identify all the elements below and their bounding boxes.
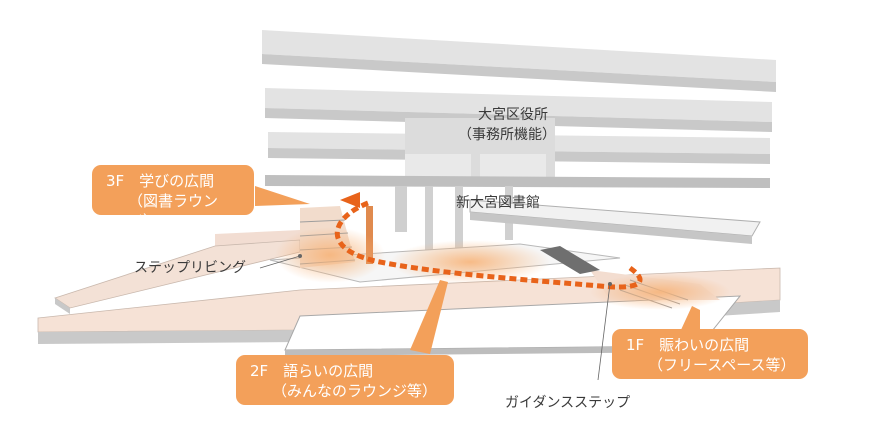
flow-arrow-head-icon: [340, 192, 360, 208]
office-slabs: [262, 30, 776, 250]
callout-3f: 3F 学びの広間 （図書ラウンジ）: [92, 165, 254, 230]
activity-glows: [275, 227, 730, 310]
callout-1f-title: 1F 賑わいの広間: [626, 336, 750, 354]
callout-2f-title: 2F 語らいの広間: [250, 362, 374, 380]
callout-3f-title: 3F 学びの広間: [106, 172, 215, 190]
leader-lines: [259, 254, 612, 381]
ward-office-label: 大宮区役所: [478, 107, 548, 123]
guidance-steps-label: ガイダンスステップ: [505, 395, 631, 411]
callout-1f: 1F 賑わいの広間 （フリースペース等）: [612, 329, 808, 379]
callout-1f-sub: （フリースペース等）: [648, 356, 796, 374]
callout-3f-sub: （図書ラウンジ）: [128, 192, 219, 230]
flow-arrow: [334, 192, 643, 290]
library-label: 新大宮図書館: [456, 195, 540, 211]
callout-tails: [255, 186, 700, 354]
ward-office-sub-label: （事務所機能）: [458, 127, 556, 143]
step-living-label: ステップリビング: [134, 260, 246, 276]
floor-plates: [37, 199, 781, 356]
callout-2f-sub: （みんなのラウンジ等）: [272, 382, 438, 400]
callout-2f: 2F 語らいの広間 （みんなのラウンジ等）: [236, 355, 454, 405]
